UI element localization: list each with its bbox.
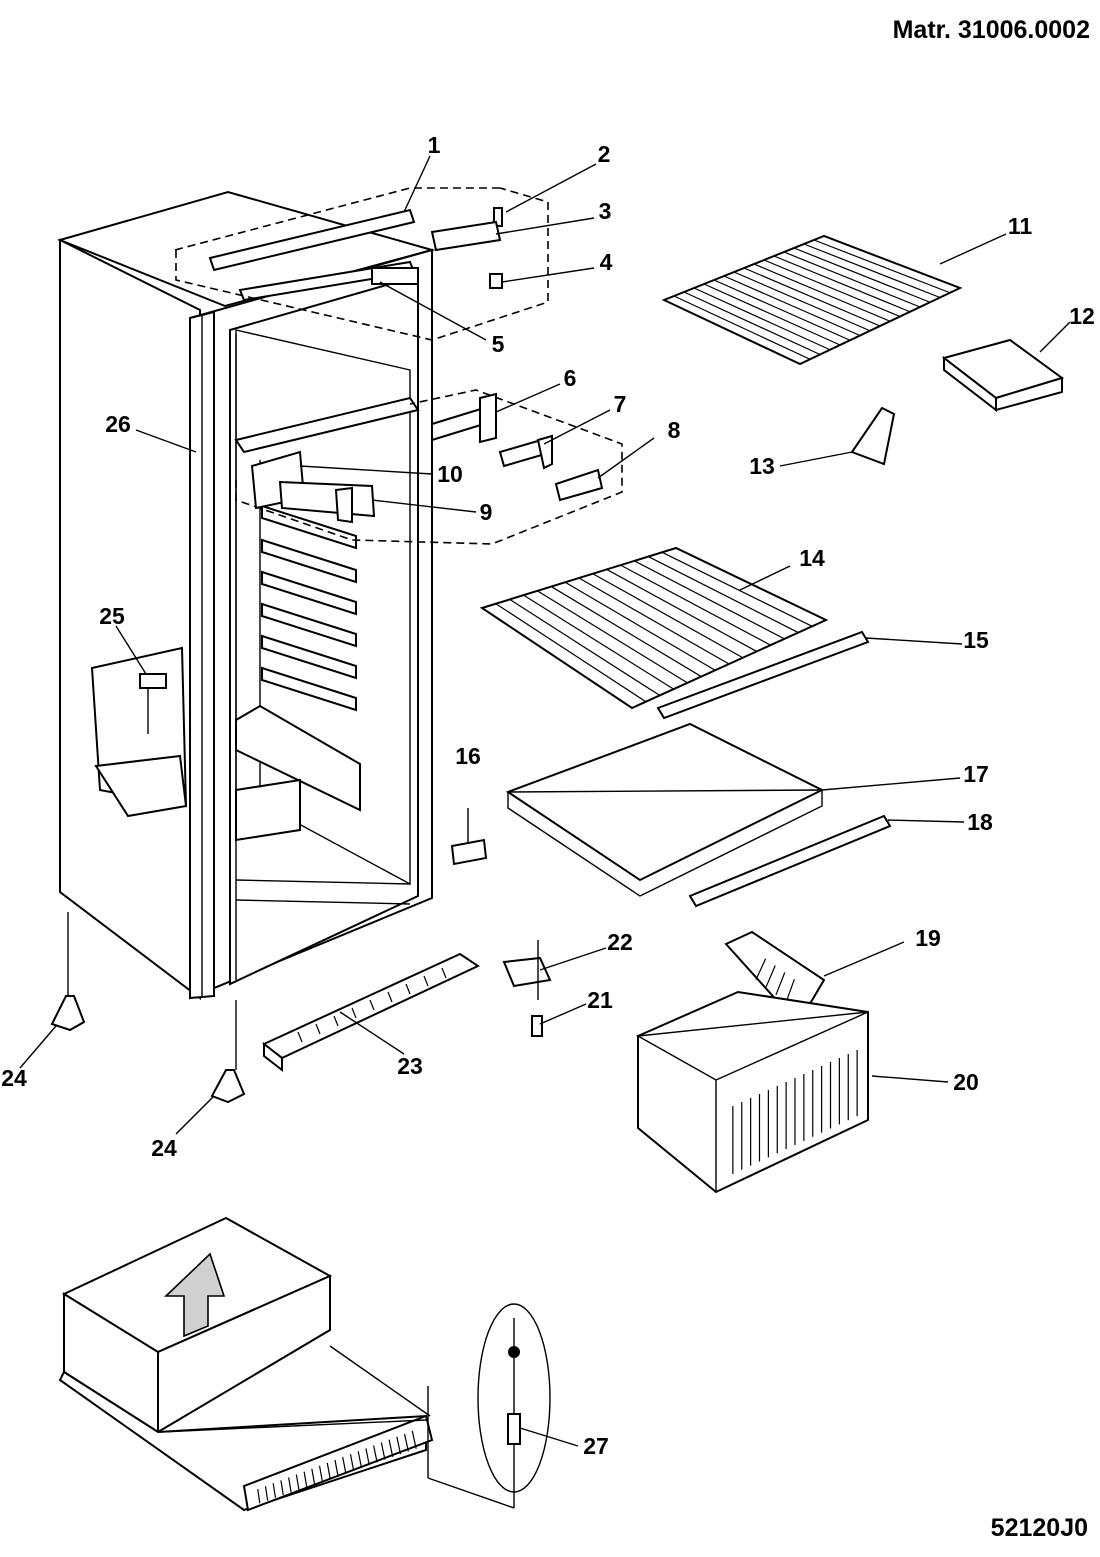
part-22-bottom-hinge [502, 940, 552, 1000]
part-17-glass-shelf [505, 722, 825, 882]
arrow-up-icon [164, 1252, 226, 1338]
callout-13: 13 [749, 453, 775, 479]
callout-7: 7 [614, 391, 627, 417]
callout-15: 15 [963, 627, 989, 653]
callout-12: 12 [1069, 303, 1095, 329]
part-6-hinge-plate [431, 392, 497, 444]
callout-16: 16 [455, 743, 481, 769]
callout-11: 11 [1008, 213, 1033, 239]
callout-27: 27 [583, 1433, 609, 1459]
callout-4: 4 [600, 249, 613, 275]
callout-3: 3 [599, 198, 612, 224]
part-25-thermostat-housing [90, 646, 188, 818]
part-24-adjustable-foot-right [210, 1000, 246, 1104]
part-5-inner-bracket [371, 267, 419, 285]
callout-24-left: 24 [1, 1065, 27, 1091]
callout-6: 6 [564, 365, 577, 391]
part-12-ice-tray [941, 338, 1065, 413]
callout-5: 5 [492, 331, 505, 357]
part-11-wire-shelf [661, 234, 963, 366]
part-21-screw [531, 1015, 543, 1037]
part-2-screw [493, 207, 503, 227]
part-7-hinge-bracket [498, 434, 554, 470]
callout-17: 17 [963, 761, 989, 787]
drawing-code: 52120J0 [991, 1514, 1088, 1542]
model-code: Matr. 31006.0002 [893, 16, 1090, 44]
callout-2: 2 [598, 141, 611, 167]
callout-22: 22 [607, 929, 633, 955]
callout-25: 25 [99, 603, 125, 629]
leader-lines [19, 155, 1071, 1447]
part-16-thermostat [450, 808, 488, 866]
part-13-ice-scraper [850, 406, 896, 466]
callout-14: 14 [799, 545, 825, 571]
shelf-rails [261, 504, 357, 712]
part-20-crisper-drawer [635, 990, 869, 1194]
callout-18: 18 [967, 809, 993, 835]
part-23-base-rail [262, 952, 481, 1073]
callout-9: 9 [480, 499, 493, 525]
refrigerator-cabinet [56, 187, 549, 1001]
callout-10: 10 [437, 461, 463, 487]
callout-8: 8 [668, 417, 681, 443]
part-18-shelf-trim [688, 814, 892, 908]
callout-21: 21 [587, 987, 613, 1013]
part-24-adjustable-foot-left [50, 912, 86, 1032]
callout-20: 20 [953, 1069, 979, 1095]
part-4-bushing [489, 273, 503, 289]
callout-1: 1 [428, 132, 441, 158]
part-14-wire-shelf [479, 546, 829, 710]
part-27-door-pin-detail [477, 1303, 551, 1508]
part-8-hinge-cover [554, 468, 604, 502]
part-15-shelf-trim [656, 630, 870, 720]
callout-19: 19 [915, 925, 941, 951]
callout-26: 26 [105, 411, 131, 437]
packaging-box [58, 1216, 515, 1512]
callout-labels: 1 2 3 4 5 6 7 8 9 10 11 12 13 14 15 16 1… [1, 132, 1095, 1459]
part-3-top-hinge [430, 220, 502, 252]
part-9-10-freezer-hinge [250, 450, 376, 524]
callout-24-right: 24 [151, 1135, 177, 1161]
callout-23: 23 [397, 1053, 423, 1079]
